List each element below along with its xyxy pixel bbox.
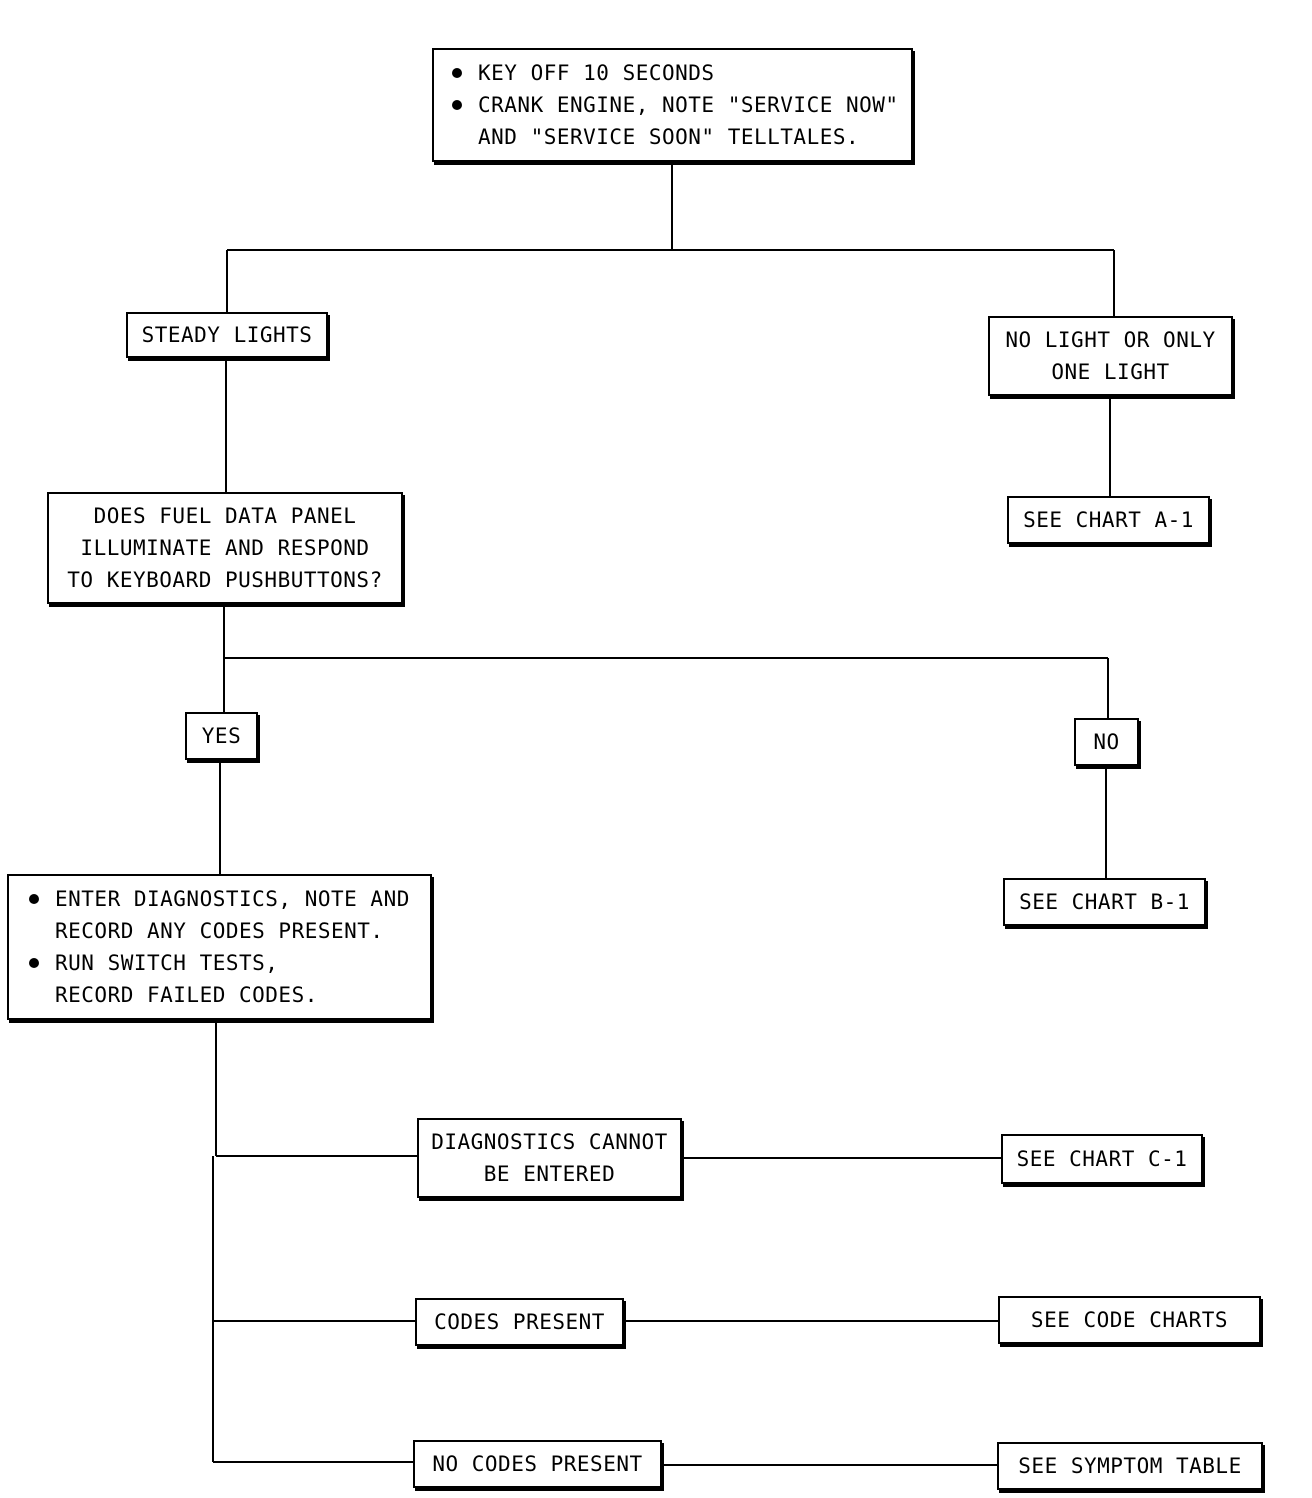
see-chart-a1-box: SEE CHART A-1	[1007, 496, 1210, 544]
diagnostics-bullet-2-line1: RUN SWITCH TESTS,	[55, 951, 279, 975]
see-chart-c1-box: SEE CHART C-1	[1001, 1134, 1203, 1184]
see-symptom-table-box: SEE SYMPTOM TABLE	[997, 1442, 1263, 1490]
see-code-charts-label: SEE CODE CHARTS	[1030, 1308, 1229, 1332]
diagnostics-bullet-2-line2: RECORD FAILED CODES.	[55, 983, 318, 1007]
diagnostics-bullet-1: ENTER DIAGNOSTICS, NOTE AND	[29, 883, 410, 915]
diagnostics-bullet-2: RUN SWITCH TESTS,	[29, 947, 278, 979]
start-step-box: KEY OFF 10 SECONDS CRANK ENGINE, NOTE "S…	[432, 48, 913, 162]
start-bullet-2: CRANK ENGINE, NOTE "SERVICE NOW"	[452, 89, 899, 121]
bullet-icon	[452, 68, 462, 78]
no-light-line1: NO LIGHT OR ONLY	[1005, 328, 1216, 352]
bullet-icon	[29, 958, 39, 968]
fuel-data-panel-question-box: DOES FUEL DATA PANEL ILLUMINATE AND RESP…	[47, 492, 403, 604]
question-line3: TO KEYBOARD PUSHBUTTONS?	[67, 568, 383, 592]
cannot-enter-line1: DIAGNOSTICS CANNOT	[431, 1130, 668, 1154]
see-code-charts-box: SEE CODE CHARTS	[998, 1296, 1261, 1344]
diagnostics-cannot-enter-box: DIAGNOSTICS CANNOT BE ENTERED	[417, 1118, 682, 1198]
see-chart-b1-box: SEE CHART B-1	[1003, 878, 1206, 926]
see-symptom-table-label: SEE SYMPTOM TABLE	[1018, 1454, 1242, 1478]
no-codes-present-label: NO CODES PRESENT	[432, 1452, 643, 1476]
question-line2: ILLUMINATE AND RESPOND	[80, 536, 370, 560]
see-chart-a1-label: SEE CHART A-1	[1023, 508, 1194, 532]
start-bullet-2-text-line2: AND "SERVICE SOON" TELLTALES.	[478, 125, 860, 149]
cannot-enter-line2: BE ENTERED	[483, 1162, 616, 1186]
diagnostics-bullet-2-cont: RECORD FAILED CODES.	[29, 979, 318, 1011]
see-chart-b1-label: SEE CHART B-1	[1019, 890, 1190, 914]
diagnostics-bullet-1-cont: RECORD ANY CODES PRESENT.	[29, 915, 384, 947]
diagnostics-bullet-1-line2: RECORD ANY CODES PRESENT.	[55, 919, 384, 943]
steady-lights-label: STEADY LIGHTS	[141, 323, 313, 347]
yes-label: YES	[201, 724, 242, 748]
no-codes-present-box: NO CODES PRESENT	[413, 1440, 662, 1488]
steady-lights-box: STEADY LIGHTS	[126, 312, 328, 358]
start-bullet-2-cont: AND "SERVICE SOON" TELLTALES.	[452, 121, 859, 153]
no-box: NO	[1074, 718, 1139, 766]
start-bullet-1-text: KEY OFF 10 SECONDS	[478, 61, 715, 85]
diagnostics-step-box: ENTER DIAGNOSTICS, NOTE AND RECORD ANY C…	[7, 874, 432, 1020]
question-line1: DOES FUEL DATA PANEL	[93, 504, 357, 528]
yes-box: YES	[185, 712, 258, 760]
bullet-icon	[29, 894, 39, 904]
codes-present-label: CODES PRESENT	[434, 1310, 605, 1334]
start-bullet-1: KEY OFF 10 SECONDS	[452, 57, 715, 89]
bullet-icon	[452, 100, 462, 110]
see-chart-c1-label: SEE CHART C-1	[1016, 1147, 1188, 1171]
no-light-line2: ONE LIGHT	[1051, 360, 1170, 384]
diagnostics-bullet-1-line1: ENTER DIAGNOSTICS, NOTE AND	[55, 887, 410, 911]
no-light-box: NO LIGHT OR ONLY ONE LIGHT	[988, 316, 1233, 396]
no-label: NO	[1093, 730, 1120, 754]
start-bullet-2-text-line1: CRANK ENGINE, NOTE "SERVICE NOW"	[478, 93, 899, 117]
codes-present-box: CODES PRESENT	[415, 1298, 624, 1346]
